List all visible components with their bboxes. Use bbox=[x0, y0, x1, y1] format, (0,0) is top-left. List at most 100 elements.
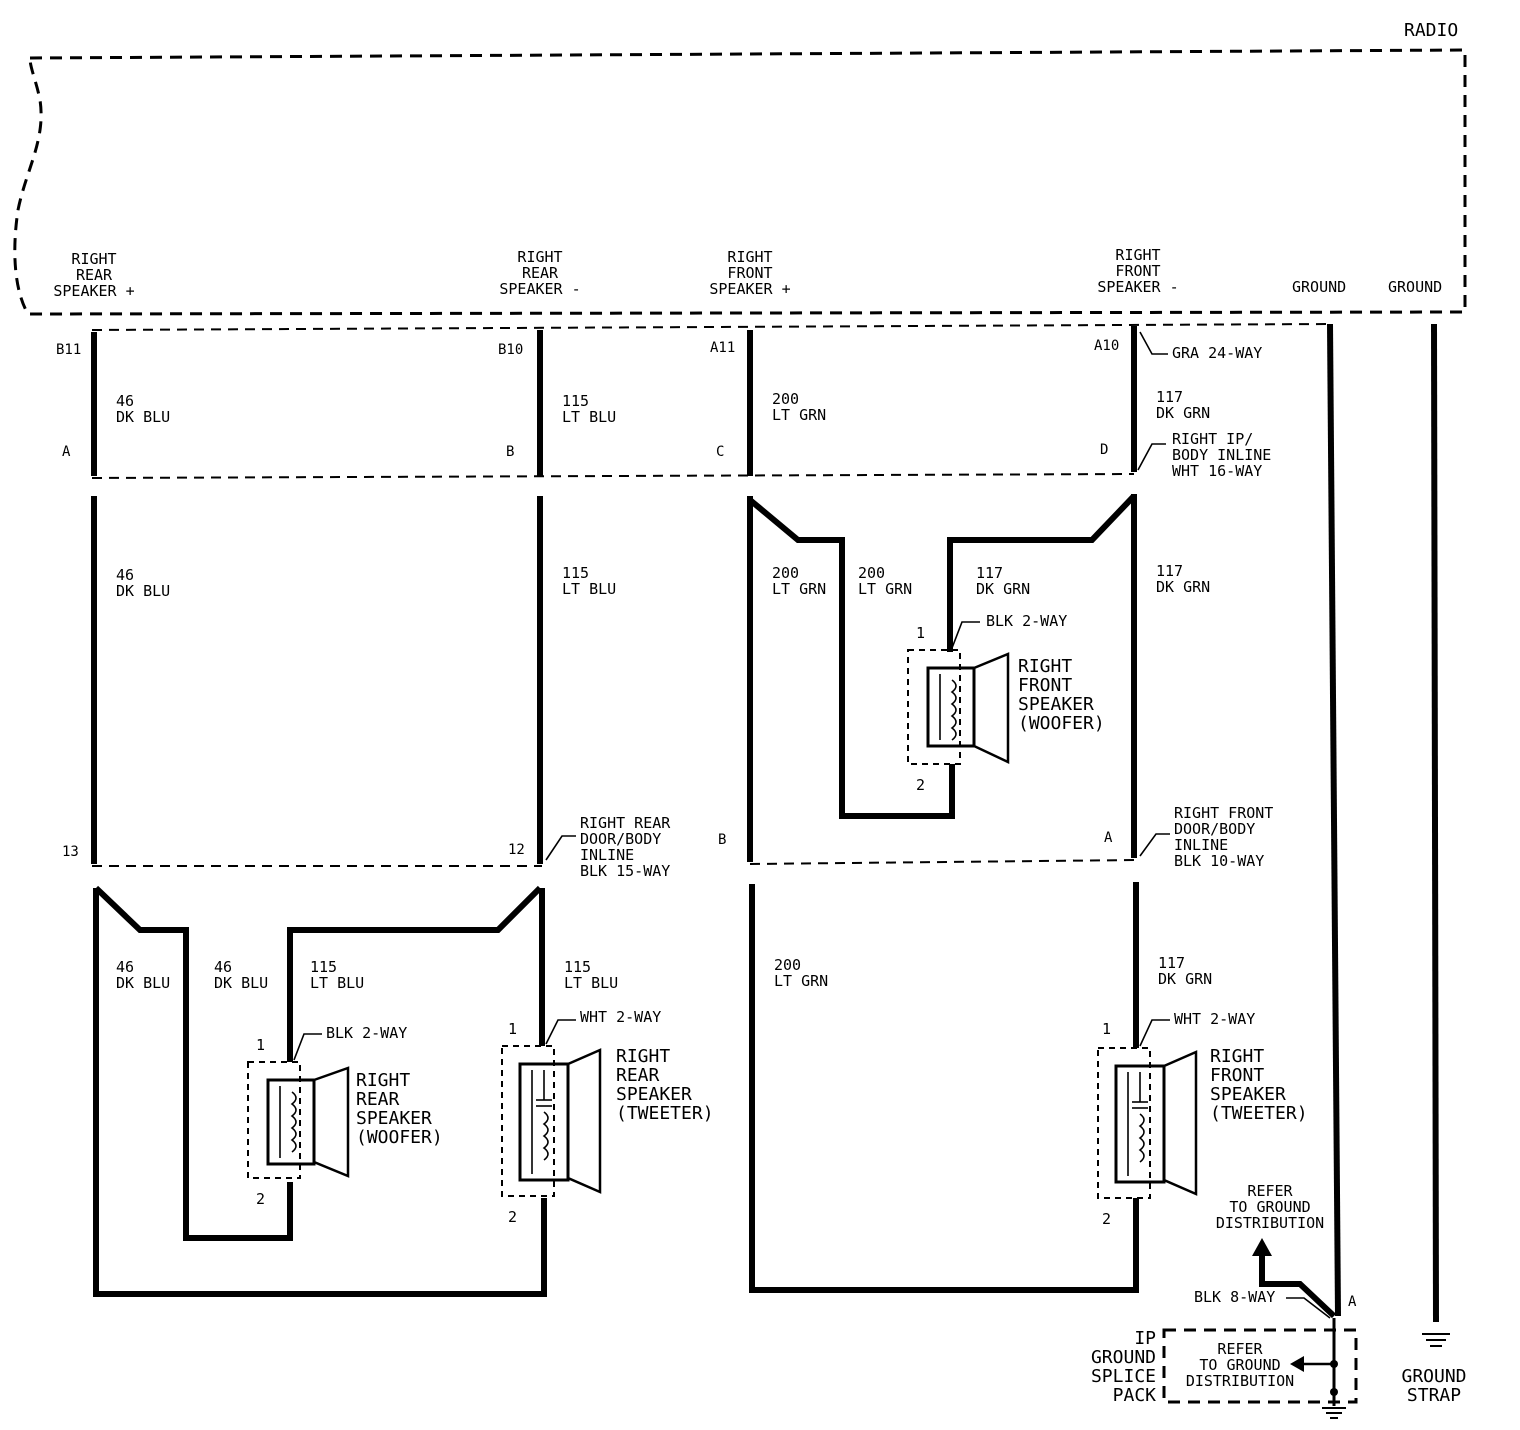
ground-refer-arrow-wire bbox=[1259, 1254, 1337, 1319]
label-line: DK GRN bbox=[1156, 404, 1210, 422]
rf-door-inline-line bbox=[749, 859, 1139, 865]
label-line: RIGHT bbox=[71, 250, 116, 268]
label-line: GROUND bbox=[1091, 1347, 1156, 1368]
label-line: DISTRIBUTION bbox=[1186, 1372, 1294, 1390]
gra24-connector-line bbox=[91, 323, 1331, 331]
label-line: 46 bbox=[116, 392, 134, 410]
pin-a11: A11 bbox=[710, 340, 735, 356]
gra24-leader bbox=[1139, 331, 1168, 355]
label-line: LT GRN bbox=[772, 406, 826, 424]
label-line: BLK 10-WAY bbox=[1174, 852, 1264, 870]
label-line: 200 bbox=[774, 956, 801, 974]
label-line: DK GRN bbox=[1156, 578, 1210, 596]
ground-strap-icon bbox=[1422, 1333, 1450, 1347]
ip-body-inline-line bbox=[91, 473, 1135, 479]
terminal-ground-1: GROUND bbox=[1292, 278, 1346, 296]
pin-a-ground: A bbox=[1348, 1294, 1357, 1310]
terminal-ground-2: GROUND bbox=[1388, 278, 1442, 296]
pin-b-front: B bbox=[718, 832, 726, 848]
label-line: (WOOFER) bbox=[1018, 713, 1105, 734]
label-line: INLINE bbox=[1174, 836, 1228, 854]
connector-gra24: GRA 24-WAY bbox=[1172, 344, 1262, 362]
label-line: REAR bbox=[356, 1089, 400, 1110]
label-line: LT BLU bbox=[310, 974, 364, 992]
pin-12: 12 bbox=[508, 842, 525, 858]
label-line: DK BLU bbox=[214, 974, 268, 992]
pin-d-inline: D bbox=[1100, 442, 1108, 458]
blk8-leader bbox=[1286, 1297, 1331, 1319]
pin-a10: A10 bbox=[1094, 338, 1119, 354]
label-line: SPEAKER - bbox=[1097, 278, 1178, 296]
rf-woofer-speaker bbox=[907, 649, 1010, 765]
label-line: 117 bbox=[1156, 388, 1183, 406]
radio-title: RADIO bbox=[1404, 20, 1458, 41]
rr-woofer-pin-1: 1 bbox=[256, 1036, 265, 1054]
label-line: PACK bbox=[1113, 1385, 1157, 1406]
label-line: DK GRN bbox=[1158, 970, 1212, 988]
label-line: RIGHT bbox=[517, 248, 562, 266]
label-line: SPEAKER bbox=[356, 1108, 432, 1129]
label-line: DOOR/BODY bbox=[1174, 820, 1255, 838]
label-line: DK BLU bbox=[116, 582, 170, 600]
connector-wht2-rf: WHT 2-WAY bbox=[1174, 1010, 1255, 1028]
connector-blk8: BLK 8-WAY bbox=[1194, 1288, 1275, 1306]
pin-b11: B11 bbox=[56, 342, 81, 358]
pin-a-front: A bbox=[1104, 830, 1113, 846]
label-line: 117 bbox=[1158, 954, 1185, 972]
connector-blk2-rf: BLK 2-WAY bbox=[986, 612, 1067, 630]
label-line: RIGHT bbox=[1018, 656, 1072, 677]
label-line: FRONT bbox=[1115, 262, 1160, 280]
label-line: LT BLU bbox=[562, 580, 616, 598]
label-line: STRAP bbox=[1407, 1385, 1461, 1406]
rf-tweeter-pin-2: 2 bbox=[1102, 1210, 1111, 1228]
label-line: SPEAKER + bbox=[709, 280, 790, 298]
rf-woofer-connector-leader bbox=[951, 621, 980, 649]
connector-blk2-rr: BLK 2-WAY bbox=[326, 1024, 407, 1042]
label-line: LT GRN bbox=[772, 580, 826, 598]
label-line: 115 bbox=[310, 958, 337, 976]
middle-wires bbox=[91, 493, 1137, 864]
label-line: (WOOFER) bbox=[356, 1127, 443, 1148]
rr-woofer-connector-leader bbox=[293, 1033, 322, 1061]
label-line: REFER bbox=[1247, 1182, 1293, 1200]
label-line: IP bbox=[1134, 1328, 1156, 1349]
rr-woofer-pin-2: 2 bbox=[256, 1190, 265, 1208]
label-line: 117 bbox=[976, 564, 1003, 582]
label-line: 200 bbox=[858, 564, 885, 582]
label-line: DOOR/BODY bbox=[580, 830, 661, 848]
rr-tweeter-speaker bbox=[501, 1045, 602, 1197]
label-line: 200 bbox=[772, 564, 799, 582]
ip-ground-splice-pack bbox=[1162, 1318, 1358, 1419]
label-line: SPEAKER - bbox=[499, 280, 580, 298]
radio-enclosure bbox=[13, 48, 1467, 316]
rf-tweeter-speaker bbox=[1097, 1047, 1198, 1199]
label-line: DK GRN bbox=[976, 580, 1030, 598]
rf-door-leader bbox=[1139, 833, 1170, 857]
label-line: (TWEETER) bbox=[616, 1103, 714, 1124]
label-line: 46 bbox=[214, 958, 232, 976]
rf-woofer-pin-2: 2 bbox=[916, 776, 925, 794]
top-wires bbox=[91, 323, 1439, 1323]
label-line: RIGHT bbox=[616, 1046, 670, 1067]
label-line: TO GROUND bbox=[1199, 1356, 1280, 1374]
